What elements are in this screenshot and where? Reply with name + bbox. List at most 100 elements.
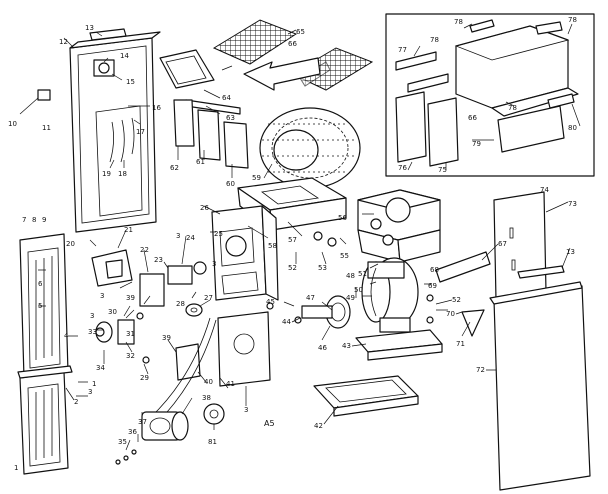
leader-lines [19,23,581,451]
callout-17: 17 [136,128,145,136]
part-washer-81 [203,403,225,425]
part-front-panel-26 [211,205,267,301]
callout-78b: 78 [568,16,577,24]
callout-43: 43 [342,342,351,350]
callout-3d: 3 [90,312,94,320]
callout-78a: 78 [454,18,463,26]
callout-71: 71 [456,340,465,348]
callout-77: 77 [398,46,407,54]
callout-3c: 3 [244,406,248,414]
callout-14: 14 [120,52,129,60]
callout-25: 25 [214,230,223,238]
callout-12: 12 [59,38,68,46]
callout-31: 31 [126,330,135,338]
callout-51: 51 [358,270,367,278]
part-flue-67 [435,251,491,283]
part-side-panel [261,205,279,301]
callout-33: 33 [88,328,97,336]
callout-3a: 3 [176,232,180,240]
callout-46: 46 [318,344,327,352]
callout-62: 62 [170,164,179,172]
part-igniter-38 [141,411,189,441]
callout-13: 13 [85,24,94,32]
diagram-caption: A5 [264,419,275,428]
callout-10: 10 [8,120,17,128]
callout-18: 18 [118,170,127,178]
callout-32: 32 [126,352,135,360]
callout-70: 70 [446,310,455,318]
callout-40: 40 [204,378,213,386]
part-plate-64 [159,49,215,89]
callout-3e: 3 [212,260,216,268]
callout-45: 45 [266,298,275,306]
part-blower-wheel-59 [259,107,361,189]
callout-36: 36 [128,428,137,436]
part-top-strip-13 [89,28,127,41]
callout-78d: 78 [508,104,517,112]
callout-78c: 78 [430,36,439,44]
part-control-box-22 [139,273,165,307]
part-bracket-11 [37,89,51,101]
callout-23: 23 [154,256,163,264]
part-divider-2 [17,365,73,379]
callout-1a: 1 [92,380,96,388]
callout-67: 67 [498,240,507,248]
callout-4: 4 [64,332,69,340]
part-burner-assembly-48 [361,257,419,333]
callout-37: 37 [138,418,147,426]
callout-48: 48 [346,272,355,280]
callout-3f: 3 [88,388,92,396]
callout-61: 61 [196,158,205,166]
part-screws-misc [115,231,434,465]
callout-73: 73 [568,200,577,208]
callout-35: 35 [118,438,127,446]
callout-79: 79 [472,140,481,148]
callout-49: 49 [346,294,355,302]
callout-7: 7 [22,216,26,224]
part-door-panel-12 [69,31,161,233]
callout-16: 16 [152,104,161,112]
callout-52a: 52 [288,264,297,272]
callout-72: 72 [476,366,485,374]
callout-2: 2 [74,398,78,406]
callout-1b: 1 [14,464,18,472]
part-strip-13b [517,265,565,279]
callout-28: 28 [176,300,185,308]
part-side-panel-72 [489,281,591,491]
callout-38: 38 [202,394,211,402]
callout-55: 55 [340,252,349,260]
callout-41: 41 [226,380,235,388]
callout-47: 47 [306,294,315,302]
callout-52b: 52 [452,296,461,304]
callout-22: 22 [140,246,149,254]
part-gasket-28 [185,303,203,317]
callout-65: 65 [296,28,305,36]
callout-57: 57 [288,236,297,244]
callout-39b: 39 [162,334,171,342]
part-base-43 [355,329,443,361]
callout-76: 76 [398,164,407,172]
callout-80: 80 [568,124,577,132]
callout-5: 5 [38,302,42,310]
callout-29: 29 [140,374,149,382]
callout-53: 53 [318,264,327,272]
part-bottom-plate-42 [313,375,419,417]
callout-8: 8 [32,216,36,224]
callout-59: 59 [252,174,261,182]
callout-19: 19 [102,170,111,178]
callout-9: 9 [42,216,46,224]
part-fitting-33 [95,327,105,337]
callout-69: 69 [428,282,437,290]
callout-20: 20 [66,240,75,248]
part-bracket-21 [91,249,133,287]
callout-63: 63 [226,114,235,122]
callout-66: 66 [288,40,297,48]
part-front-panel-41 [217,311,271,387]
callout-64: 64 [222,94,231,102]
inset-heat-exchanger-box [385,13,595,177]
callout-42: 42 [314,422,323,430]
part-arrow-directional [243,57,321,91]
part-bracket-70 [461,309,485,337]
callout-13b: 13 [566,248,575,256]
